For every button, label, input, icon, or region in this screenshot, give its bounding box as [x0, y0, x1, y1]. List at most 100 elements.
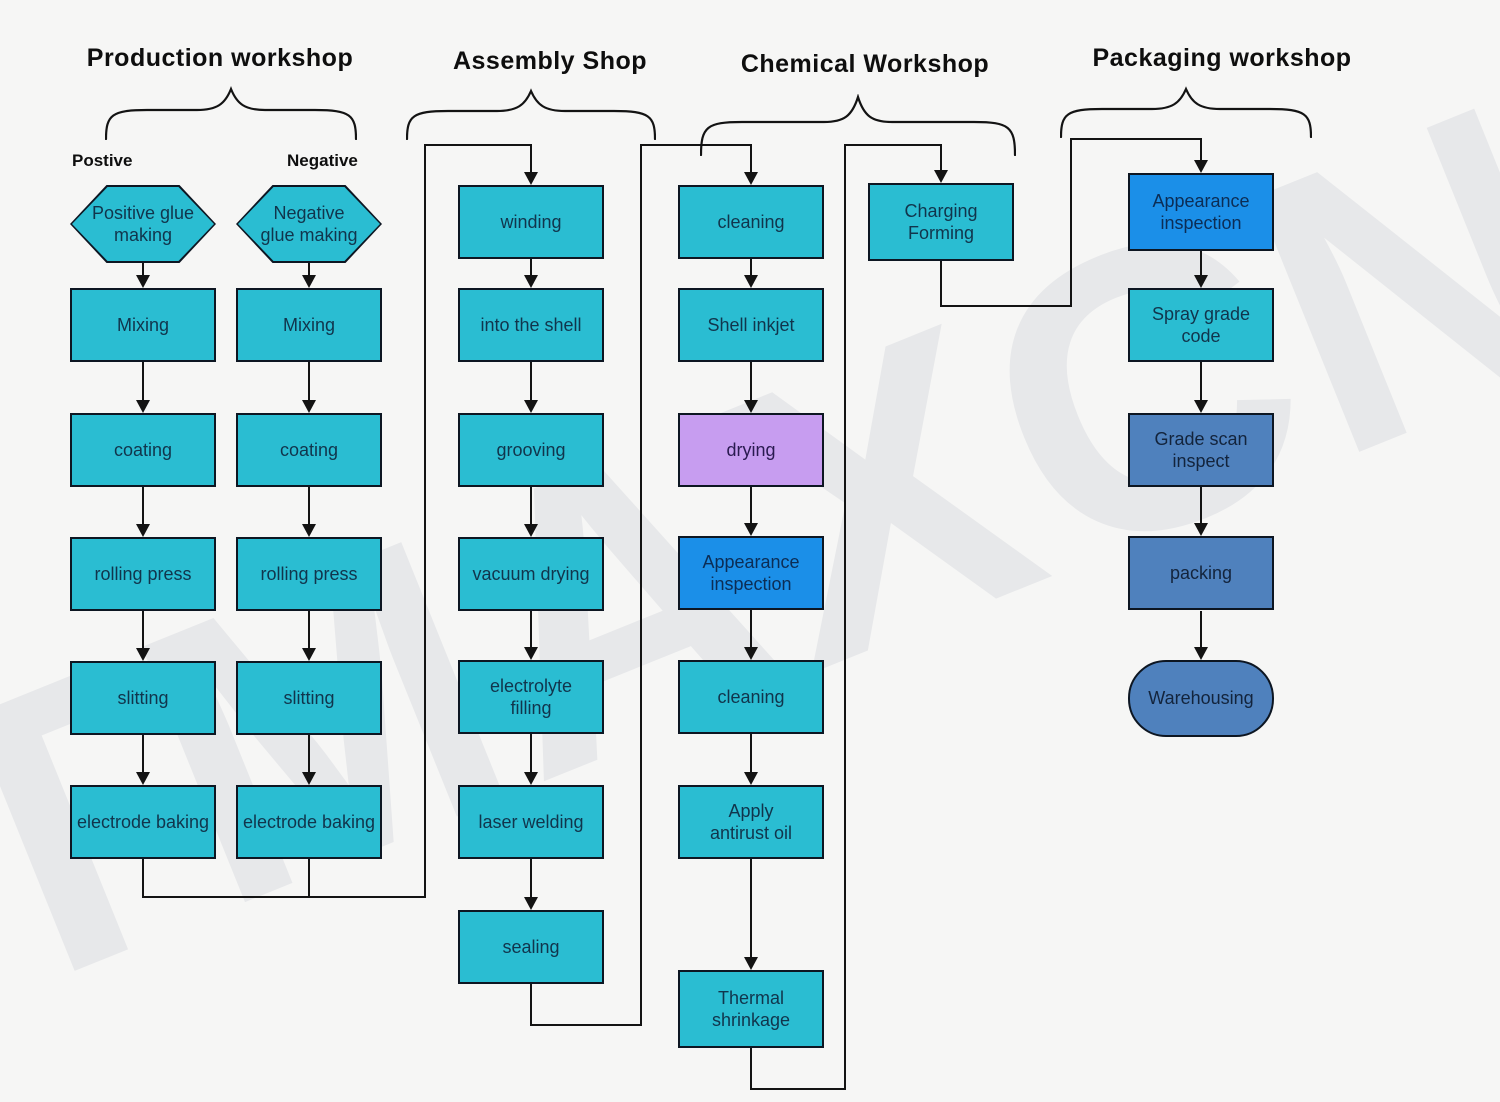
connector-line — [530, 984, 532, 1026]
brace-chemical — [700, 94, 1016, 156]
flow-arrow — [308, 611, 310, 648]
node-negative-rolling-press: rolling press — [236, 537, 382, 611]
connector-line — [142, 859, 144, 898]
connector-line — [1070, 139, 1072, 307]
arrowhead-down — [744, 275, 758, 288]
arrowhead-down — [302, 772, 316, 785]
section-title-packaging: Packaging workshop — [1092, 44, 1352, 72]
node-assembly-grooving: grooving — [458, 413, 604, 487]
node-chemical-appearance-inspection: Appearance inspection — [678, 536, 824, 610]
node-assembly-electrolyte-filling: electrolyte filling — [458, 660, 604, 734]
node-positive-slitting: slitting — [70, 661, 216, 735]
connector-line — [844, 144, 942, 146]
connector-line — [142, 896, 426, 898]
node-negative-mixing: Mixing — [236, 288, 382, 362]
arrowhead-down — [1194, 647, 1208, 660]
node-positive-coating: coating — [70, 413, 216, 487]
connector-line — [530, 146, 532, 172]
node-packaging-warehousing: Warehousing — [1128, 660, 1274, 737]
arrowhead-down — [1194, 400, 1208, 413]
flow-arrow — [142, 362, 144, 400]
arrowhead-down — [934, 170, 948, 183]
connector-line — [844, 145, 846, 1090]
arrowhead-down — [1194, 160, 1208, 173]
node-chemical-cleaning-2: cleaning — [678, 660, 824, 734]
node-positive-electrode-baking: electrode baking — [70, 785, 216, 859]
flow-arrow — [530, 611, 532, 647]
arrowhead-down — [302, 400, 316, 413]
arrowhead-down — [136, 524, 150, 537]
flow-arrow — [142, 263, 144, 275]
flow-arrow — [308, 487, 310, 524]
flow-arrow — [530, 734, 532, 772]
node-assembly-sealing: sealing — [458, 910, 604, 984]
flow-arrow — [1200, 362, 1202, 400]
node-packaging-appearance-inspection: Appearance inspection — [1128, 173, 1274, 251]
node-chemical-shell-inkjet: Shell inkjet — [678, 288, 824, 362]
arrowhead-down — [136, 275, 150, 288]
node-label: Negative glue making — [260, 202, 358, 246]
flow-arrow — [530, 487, 532, 524]
flow-arrow — [142, 735, 144, 772]
brace-packaging — [1060, 86, 1312, 138]
flow-arrow — [308, 735, 310, 772]
connector-line — [750, 146, 752, 172]
section-title-production: Production workshop — [86, 44, 354, 72]
arrowhead-down — [136, 400, 150, 413]
connector-line — [530, 1024, 642, 1026]
node-negative-slitting: slitting — [236, 661, 382, 735]
arrowhead-down — [136, 772, 150, 785]
node-assembly-into-the-shell: into the shell — [458, 288, 604, 362]
arrowhead-down — [136, 648, 150, 661]
arrowhead-down — [744, 647, 758, 660]
connector-line — [424, 144, 532, 146]
node-chemical-thermal-shrinkage: Thermal shrinkage — [678, 970, 824, 1048]
node-assembly-laser-welding: laser welding — [458, 785, 604, 859]
node-packaging-packing: packing — [1128, 536, 1274, 610]
flow-arrow — [308, 263, 310, 275]
connector-line — [1200, 140, 1202, 160]
arrowhead-down — [302, 524, 316, 537]
flow-arrow — [750, 859, 752, 957]
flow-arrow — [750, 610, 752, 647]
node-negative-glue-making: Negative glue making — [236, 185, 382, 263]
arrowhead-down — [744, 172, 758, 185]
arrowhead-down — [302, 275, 316, 288]
arrowhead-down — [524, 275, 538, 288]
flow-arrow — [530, 362, 532, 400]
connector-line — [940, 305, 1072, 307]
connector-line — [424, 145, 426, 898]
connector-line — [640, 145, 642, 1026]
connector-line — [1070, 138, 1202, 140]
flow-arrow — [1200, 487, 1202, 523]
node-packaging-spray-grade-code: Spray grade code — [1128, 288, 1274, 362]
flow-arrow — [142, 611, 144, 648]
node-assembly-vacuum-drying: vacuum drying — [458, 537, 604, 611]
arrowhead-down — [524, 524, 538, 537]
section-title-chemical: Chemical Workshop — [740, 50, 990, 78]
arrowhead-down — [524, 400, 538, 413]
column-label-negative: Negative — [287, 151, 358, 170]
flow-arrow — [750, 362, 752, 400]
arrowhead-down — [524, 897, 538, 910]
arrowhead-down — [302, 648, 316, 661]
node-packaging-grade-scan-inspect: Grade scan inspect — [1128, 413, 1274, 487]
flow-arrow — [308, 362, 310, 400]
node-negative-electrode-baking: electrode baking — [236, 785, 382, 859]
connector-line — [750, 1048, 752, 1090]
arrowhead-down — [744, 957, 758, 970]
connector-line — [750, 1088, 846, 1090]
flow-arrow — [142, 487, 144, 524]
arrowhead-down — [744, 523, 758, 536]
node-positive-mixing: Mixing — [70, 288, 216, 362]
node-positive-rolling-press: rolling press — [70, 537, 216, 611]
flow-arrow — [750, 259, 752, 275]
connector-line — [940, 146, 942, 170]
section-title-assembly: Assembly Shop — [452, 47, 648, 75]
brace-assembly — [406, 88, 656, 140]
arrowhead-down — [524, 772, 538, 785]
arrowhead-down — [524, 647, 538, 660]
node-label: Positive glue making — [91, 202, 195, 246]
arrowhead-down — [1194, 523, 1208, 536]
